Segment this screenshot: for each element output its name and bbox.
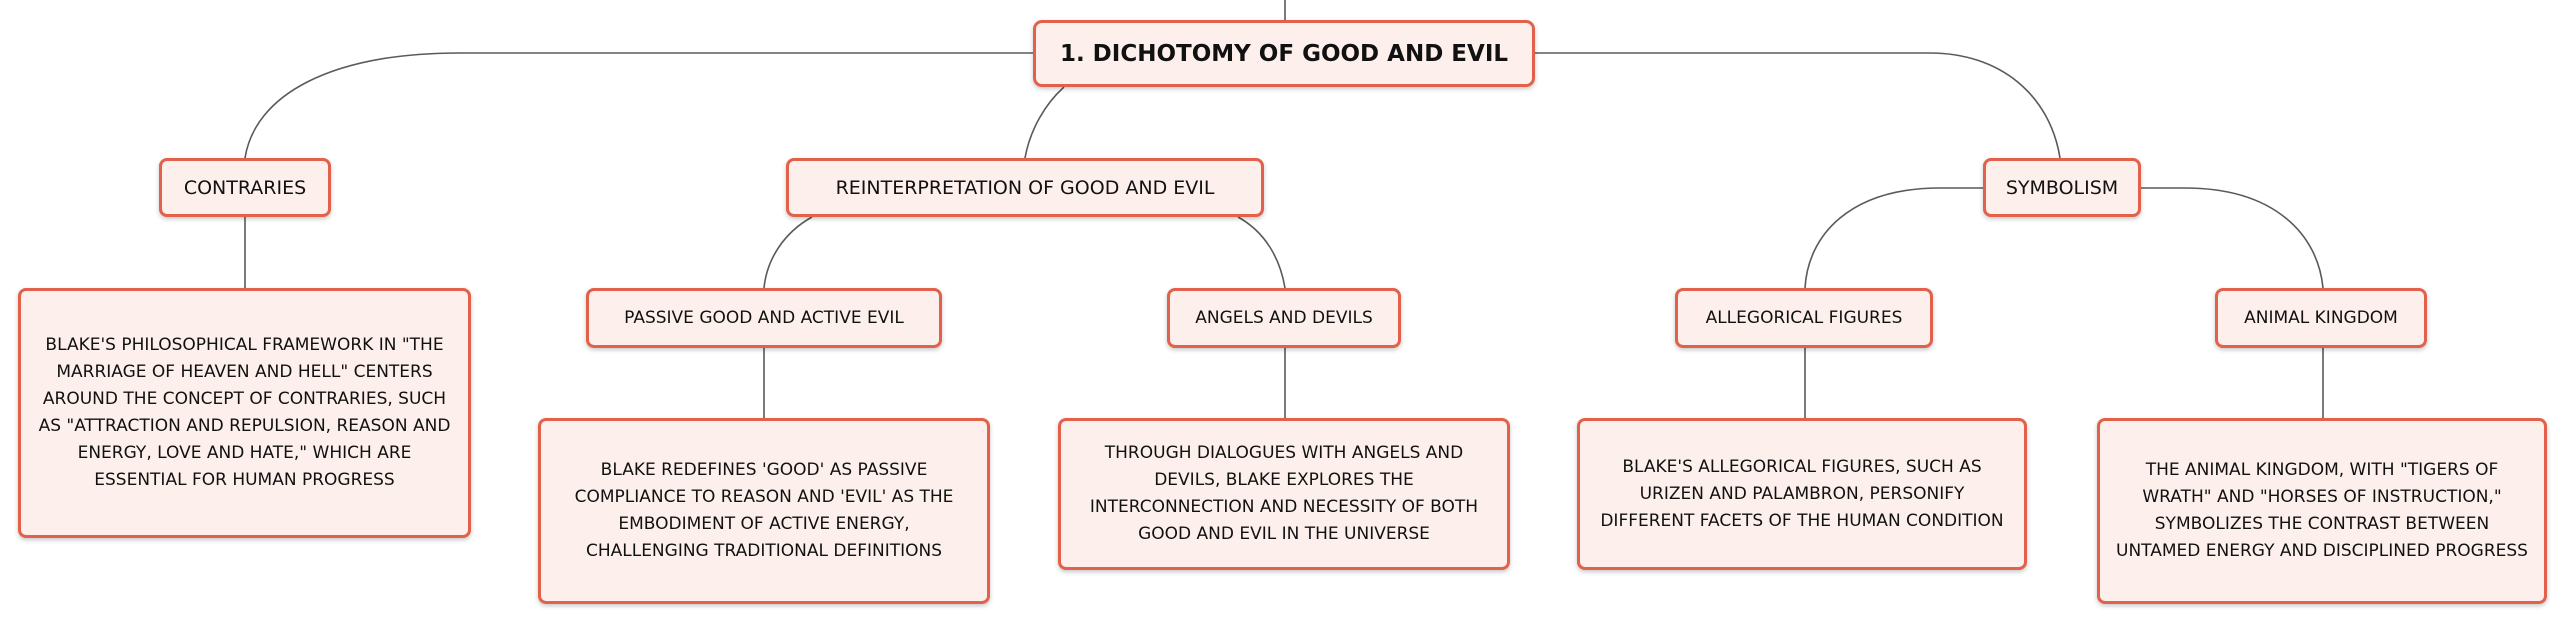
edge-symbolism-allegorical	[1804, 187, 1985, 289]
node-label: CONTRARIES	[183, 176, 307, 199]
node-label: ANIMAL KINGDOM	[2244, 308, 2398, 328]
desc-allegorical-figures[interactable]: BLAKE'S ALLEGORICAL FIGURES, SUCH AS URI…	[1577, 418, 2027, 570]
node-reinterpretation[interactable]: REINTERPRETATION OF GOOD AND EVIL	[786, 158, 1264, 217]
root-node[interactable]: 1. DICHOTOMY OF GOOD AND EVIL	[1033, 20, 1535, 87]
edge-root-reinterpretation	[1024, 86, 1065, 159]
node-symbolism[interactable]: SYMBOLISM	[1983, 158, 2141, 217]
desc-passive-good-active-evil[interactable]: BLAKE REDEFINES 'GOOD' AS PASSIVE COMPLI…	[538, 418, 990, 604]
desc-contraries[interactable]: BLAKE'S PHILOSOPHICAL FRAMEWORK IN "THE …	[18, 288, 471, 538]
desc-text: THROUGH DIALOGUES WITH ANGELS AND DEVILS…	[1089, 443, 1479, 544]
node-contraries[interactable]: CONTRARIES	[159, 158, 331, 217]
node-label: PASSIVE GOOD AND ACTIVE EVIL	[624, 308, 904, 328]
edge-root-contraries	[244, 52, 1033, 159]
node-allegorical-figures[interactable]: ALLEGORICAL FIGURES	[1675, 288, 1933, 348]
root-label: 1. DICHOTOMY OF GOOD AND EVIL	[1059, 40, 1509, 67]
node-label: ALLEGORICAL FIGURES	[1705, 308, 1903, 328]
desc-text: THE ANIMAL KINGDOM, WITH "TIGERS OF WRAT…	[2116, 460, 2528, 561]
edge-root-symbolism	[1535, 52, 2061, 159]
desc-text: BLAKE REDEFINES 'GOOD' AS PASSIVE COMPLI…	[574, 460, 954, 561]
node-passive-good-active-evil[interactable]: PASSIVE GOOD AND ACTIVE EVIL	[586, 288, 942, 348]
node-angels-and-devils[interactable]: ANGELS AND DEVILS	[1167, 288, 1401, 348]
node-label: SYMBOLISM	[2005, 176, 2119, 199]
desc-text: BLAKE'S ALLEGORICAL FIGURES, SUCH AS URI…	[1600, 456, 2004, 531]
edge-reinterpretation-angels	[1237, 216, 1286, 289]
desc-text: BLAKE'S PHILOSOPHICAL FRAMEWORK IN "THE …	[38, 335, 451, 490]
node-label: REINTERPRETATION OF GOOD AND EVIL	[835, 176, 1215, 199]
node-label: ANGELS AND DEVILS	[1195, 308, 1373, 328]
desc-animal-kingdom[interactable]: THE ANIMAL KINGDOM, WITH "TIGERS OF WRAT…	[2097, 418, 2547, 604]
edge-symbolism-animal	[2140, 187, 2324, 289]
desc-angels-and-devils[interactable]: THROUGH DIALOGUES WITH ANGELS AND DEVILS…	[1058, 418, 1510, 570]
edge-reinterpretation-passive	[763, 216, 813, 289]
node-animal-kingdom[interactable]: ANIMAL KINGDOM	[2215, 288, 2427, 348]
